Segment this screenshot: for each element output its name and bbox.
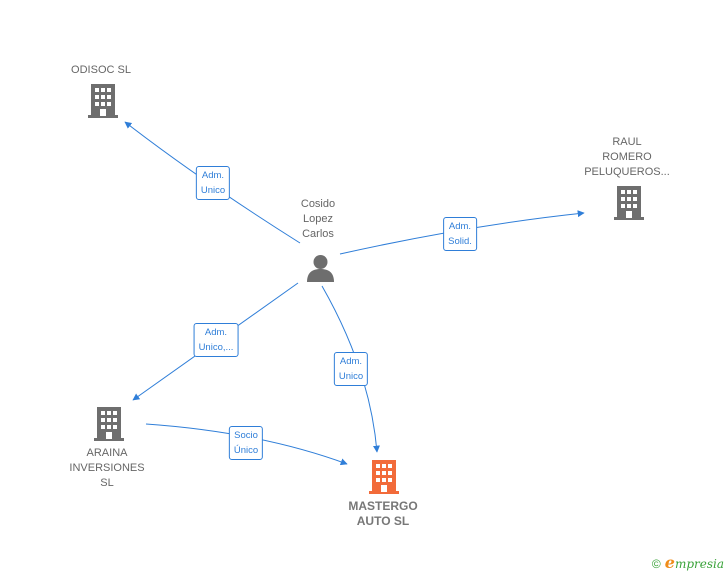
copyright-icon: © [651, 557, 661, 571]
edge-label-araina-mastergo: Socio Único [228, 426, 264, 460]
node-label-mastergo[interactable]: MASTERGO AUTO SL [348, 499, 418, 528]
building-icon[interactable] [88, 84, 118, 118]
node-label-araina[interactable]: ARAINA INVERSIONES SL [69, 447, 145, 489]
edge-label-cosido-araina: Adm. Unico,... [193, 323, 239, 357]
brand-initial: e [664, 553, 675, 572]
building-icon[interactable] [369, 460, 399, 494]
node-label-raul[interactable]: RAUL ROMERO PELUQUEROS... [584, 136, 670, 178]
node-label-odisoc[interactable]: ODISOC SL [71, 64, 131, 76]
building-icon[interactable] [94, 407, 124, 441]
edge-label-cosido-odisoc: Adm. Unico [195, 166, 231, 200]
node-label-cosido[interactable]: Cosido Lopez Carlos [300, 198, 336, 240]
edge-label-cosido-mastergo: Adm. Unico [333, 352, 369, 386]
person-icon[interactable] [306, 253, 335, 282]
brand-footer[interactable]: ©empresia [652, 553, 724, 572]
brand-name: mpresia [674, 557, 724, 571]
edge-label-cosido-raul: Adm. Solid. [443, 217, 477, 251]
building-icon[interactable] [614, 186, 644, 220]
